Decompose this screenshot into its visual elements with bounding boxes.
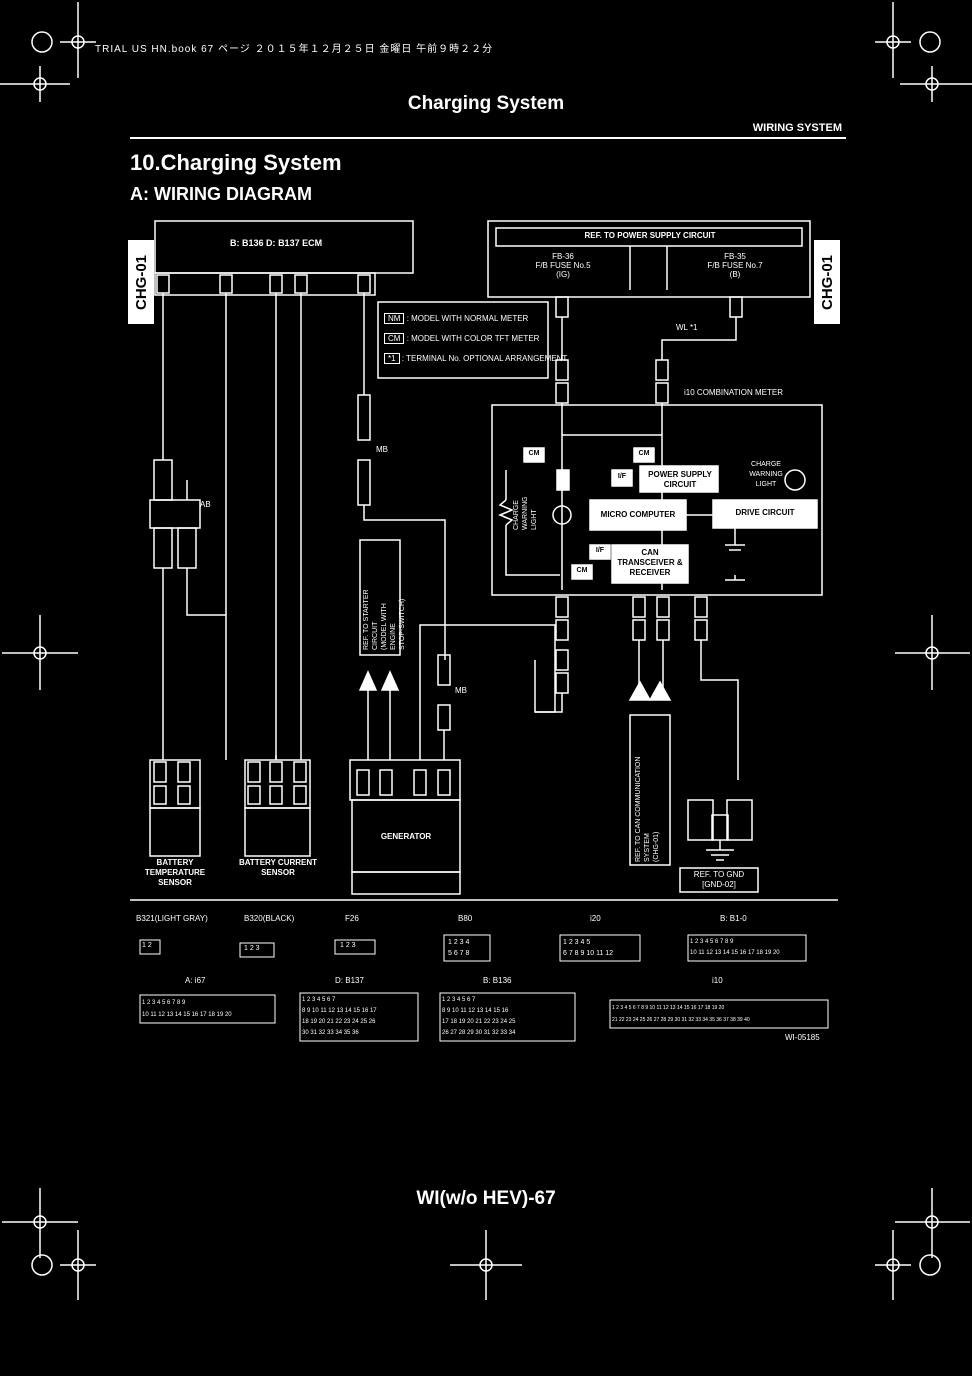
cm-tag-1: CM: [528, 450, 540, 457]
conn-i10-label: i10: [712, 976, 723, 985]
conn-f26-label: F26: [345, 914, 359, 923]
section-label: WIRING SYSTEM: [752, 122, 842, 134]
if-block-1: I/F: [617, 473, 627, 480]
legend: NM : MODEL WITH NORMAL METER CM : MODEL …: [384, 309, 567, 369]
conn-b80-pins: 1 2 3 4 5 6 7 8: [448, 939, 470, 957]
conn-b10-pins: 1 2 3 4 5 6 7 8 9 10 11 12 13 14 15 16 1…: [690, 939, 780, 956]
ab-connector-label: AB: [200, 500, 211, 509]
mb-connector-label-2: MB: [455, 686, 467, 695]
conn-i20-label: i20: [590, 914, 601, 923]
fuse-7-label: FB-35 F/B FUSE No.7 (B): [707, 252, 763, 279]
legend-box: [377, 301, 549, 379]
can-ref-label: REF. TO CAN COMMUNICATION SYSTEM (CHG-01…: [635, 756, 660, 862]
conn-i67-label: A: i67: [185, 976, 206, 985]
conn-b136-label: B: B136: [483, 976, 512, 985]
combination-meter-label: i10 COMBINATION METER: [684, 388, 783, 397]
conn-i67-pins: 1 2 3 4 5 6 7 8 9 10 11 12 13 14 15 16 1…: [142, 1000, 232, 1018]
power-supply-box: [487, 220, 811, 298]
conn-b320-pins: 1 2 3: [244, 945, 260, 952]
wl-label: WL *1: [676, 323, 698, 332]
figure-id: WI-05185: [785, 1033, 820, 1042]
cm-tag-3: CM: [576, 567, 588, 574]
cm-tag-2: CM: [638, 450, 650, 457]
conn-f26-pins: 1 2 3: [340, 942, 356, 949]
conn-b321-pins: 1 2: [142, 942, 152, 949]
conn-i10-pins: 1 2 3 4 5 6 7 8 9 10 11 12 13 14 15 16 1…: [612, 1005, 750, 1023]
conn-b137-label: D: B137: [335, 976, 364, 985]
generator-label: GENERATOR: [380, 832, 432, 841]
can-transceiver-block: CAN TRANSCEIVER & RECEIVER: [617, 548, 683, 577]
combination-meter-box: [491, 404, 823, 596]
page-title: Charging System: [407, 93, 565, 114]
conn-b137-pins: 1 2 3 4 5 6 7 8 9 10 11 12 13 14 15 16 1…: [302, 997, 377, 1036]
conn-b320-label: B320(BLACK): [244, 914, 295, 923]
gnd-ref-label: REF. TO GND [GND-02]: [693, 870, 745, 889]
battery-current-sensor-label: BATTERY CURRENT SENSOR: [238, 858, 318, 877]
header-rule: [130, 137, 846, 139]
subsection-heading: A: WIRING DIAGRAM: [130, 184, 312, 204]
conn-b136-pins: 1 2 3 4 5 6 7 8 9 10 11 12 13 14 15 16 1…: [442, 997, 516, 1036]
print-file-header: TRIAL US HN.book 67 ページ ２０１５年１２月２５日 金曜日 …: [95, 44, 494, 55]
page-number: WI(w/o HEV)-67: [416, 1188, 556, 1209]
starter-ref-label: REF. TO STARTER CIRCUIT (MODEL WITH ENGI…: [363, 589, 406, 650]
conn-b80-label: B80: [458, 914, 473, 923]
section-heading: 10.Charging System: [130, 150, 342, 175]
mb-connector-label: MB: [376, 445, 388, 454]
battery-temp-sensor-label: BATTERY TEMPERATURE SENSOR: [144, 858, 206, 887]
conn-i20-pins: 1 2 3 4 5 6 7 8 9 10 11 12: [563, 939, 614, 957]
drive-circuit-block: DRIVE CIRCUIT: [735, 508, 795, 517]
micro-computer-block: MICRO COMPUTER: [600, 510, 676, 519]
charge-warning-light-label: CHARGE WARNING LIGHT: [749, 461, 783, 488]
conn-b321-label: B321(LIGHT GRAY): [136, 914, 208, 923]
battery-temp-sensor-body: [149, 807, 201, 857]
conn-b10-label: B: B1-0: [720, 914, 747, 923]
side-tab-right: CHG-01: [814, 240, 840, 324]
registration-marks: [0, 2, 972, 1300]
side-tab-left: CHG-01: [128, 240, 154, 324]
fuse-5-label: FB-36 F/B FUSE No.5 (IG): [535, 252, 591, 279]
power-supply-circuit-block: POWER SUPPLY CIRCUIT: [648, 470, 712, 489]
battery-current-sensor-body: [244, 807, 311, 857]
if-block-2: I/F: [595, 547, 605, 554]
ecm-label: B: B136 D: B137 ECM: [230, 238, 323, 248]
power-supply-title: REF. TO POWER SUPPLY CIRCUIT: [584, 231, 716, 240]
charge-warning-light-vertical: CHARGE WARNING LIGHT: [513, 496, 538, 530]
